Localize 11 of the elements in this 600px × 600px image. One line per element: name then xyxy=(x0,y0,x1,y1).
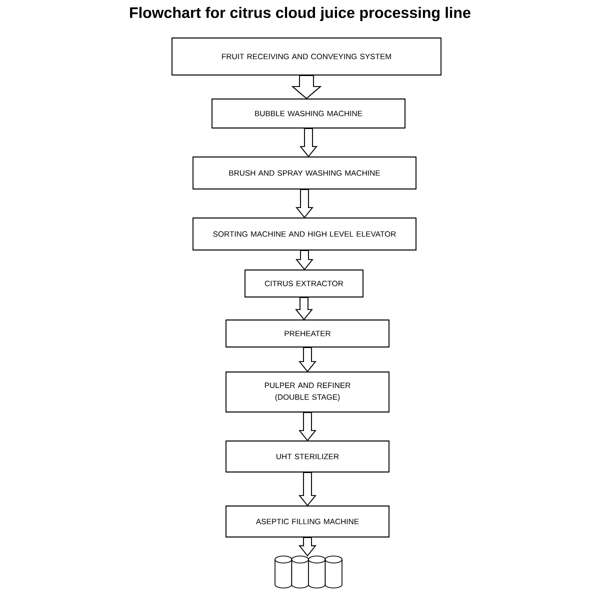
block-arrow xyxy=(298,412,316,442)
block-arrow xyxy=(296,250,314,270)
title: Flowchart for citrus cloud juice processing line xyxy=(130,6,470,22)
block-arrow xyxy=(295,297,313,320)
block-arrow xyxy=(298,537,316,557)
block-arrow xyxy=(298,347,316,372)
block-arrow xyxy=(300,128,318,158)
block-arrow xyxy=(291,75,322,100)
block-arrow xyxy=(298,472,316,506)
block-arrow xyxy=(296,189,314,218)
cans-drawing xyxy=(274,556,342,588)
